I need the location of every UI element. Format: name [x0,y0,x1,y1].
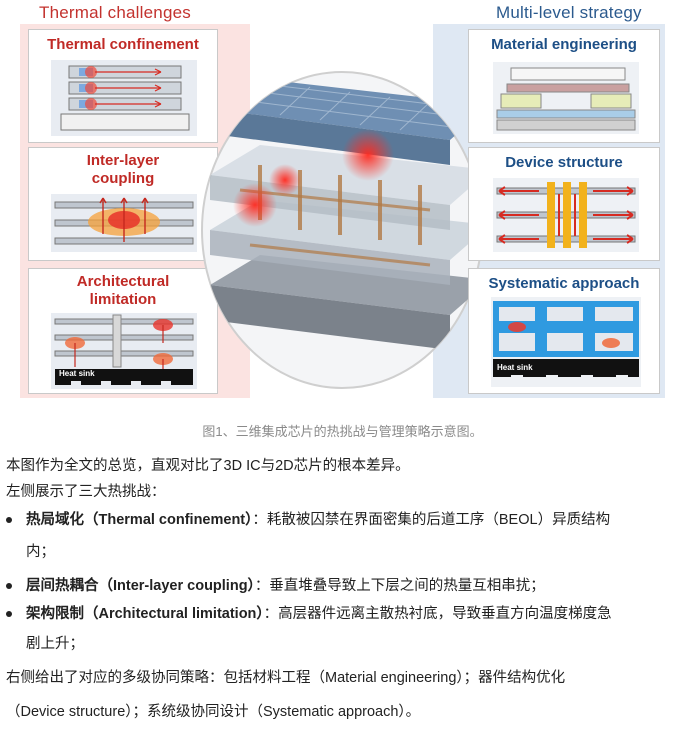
figure-thermal-3dic: Thermal challenges Multi-level strategy … [20,3,665,398]
bullet-dot [6,611,12,617]
heat-sink-label: Heat sink [497,363,533,372]
card-title-line2: limitation [89,291,157,308]
card-device-structure: Device structure [468,147,660,261]
bullet-text: ：垂直堆叠导致上下层之间的热量互相串扰； [254,578,545,594]
card-title: Thermal confinement [47,36,199,53]
card-material-engineering: Material engineering [468,29,660,143]
right-text-line2: （Device structure）；系统级协同设计（Systematic ap… [6,704,421,720]
card-title-line2: coupling [91,170,155,187]
bullet-text: ：耗散被囚禁在界面密集的后道工序（BEOL）异质结构 [252,512,611,528]
bullet-bold: 架构限制（Architectural limitation） [26,606,264,622]
left-intro: 左侧展示了三大热挑战： [6,484,166,500]
center-3d-stack-illustration [201,71,483,389]
card-title: Device structure [505,154,623,171]
card-title: Material engineering [491,36,637,53]
bullet-bold: 层间热耦合（Inter-layer coupling） [26,578,255,594]
inter-layer-coupling-illustration [51,194,197,252]
bullet-dot [6,583,12,589]
right-text-line1: 右侧给出了对应的多级协同策略：包括材料工程（Material engineeri… [6,670,566,686]
bullet-text: ：高层器件远离主散热衬底，导致垂直方向温度梯度急 [263,606,612,622]
material-engineering-illustration [493,62,639,134]
thermal-confinement-illustration [51,60,197,136]
bullet-continuation: 内； [26,544,55,560]
architectural-limitation-illustration [51,313,197,389]
intro-paragraph: 本图作为全文的总览，直观对比了3D IC与2D芯片的根本差异。 [6,458,410,474]
heat-sink-label: Heat sink [59,369,95,378]
card-thermal-confinement: Thermal confinement [28,29,218,143]
card-title-line1: Inter-layer [86,152,160,169]
strategy-header: Multi-level strategy [496,3,642,22]
figure-caption: 图1、三维集成芯片的热挑战与管理策略示意图。 [202,424,483,439]
card-systematic-approach: Systematic approach Heat sink [468,268,660,394]
card-architectural-limitation: Architectural limitation Heat sink [28,268,218,394]
systematic-approach-illustration [491,297,641,387]
bullet-architectural-limitation: 架构限制（Architectural limitation）：高层器件远离主散热… [6,604,676,652]
bullet-thermal-confinement: 热局域化（Thermal confinement）：耗散被囚禁在界面密集的后道工… [6,510,676,560]
challenges-header: Thermal challenges [39,3,191,22]
bullet-dot [6,517,12,523]
card-inter-layer-coupling: Inter-layer coupling [28,147,218,261]
bullet-inter-layer-coupling: 层间热耦合（Inter-layer coupling）：垂直堆叠导致上下层之间的… [6,576,676,596]
card-title-line1: Architectural [76,273,170,290]
bullet-continuation: 剧上升； [26,636,84,652]
device-structure-illustration [493,178,639,252]
bullet-bold: 热局域化（Thermal confinement） [26,512,253,528]
card-title: Systematic approach [488,275,640,292]
